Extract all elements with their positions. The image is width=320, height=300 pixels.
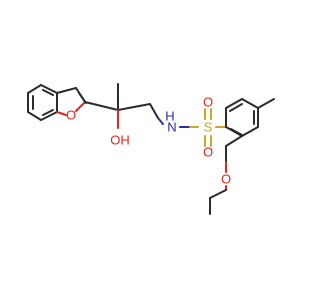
sulfonamide-group xyxy=(179,108,227,147)
benzofuran-benzene-ring xyxy=(27,84,58,121)
sulfonyl-oxygen-top-label: O xyxy=(203,95,213,110)
ethoxy-group xyxy=(209,135,243,215)
amine-hydrogen-label: H xyxy=(165,109,174,124)
sulfonyl-oxygen-bottom-label: O xyxy=(203,145,213,160)
sulfur-label: S xyxy=(204,120,213,135)
hydroxyl-label: OH xyxy=(110,133,130,148)
propyl-chain xyxy=(84,83,164,129)
amine-nitrogen-label: N xyxy=(167,120,176,135)
ether-oxygen-label: O xyxy=(221,172,231,187)
aryl-ring xyxy=(225,98,275,137)
molecule-structure: O OH N H S O O O xyxy=(27,83,275,215)
furan-oxygen-label: O xyxy=(66,108,76,123)
